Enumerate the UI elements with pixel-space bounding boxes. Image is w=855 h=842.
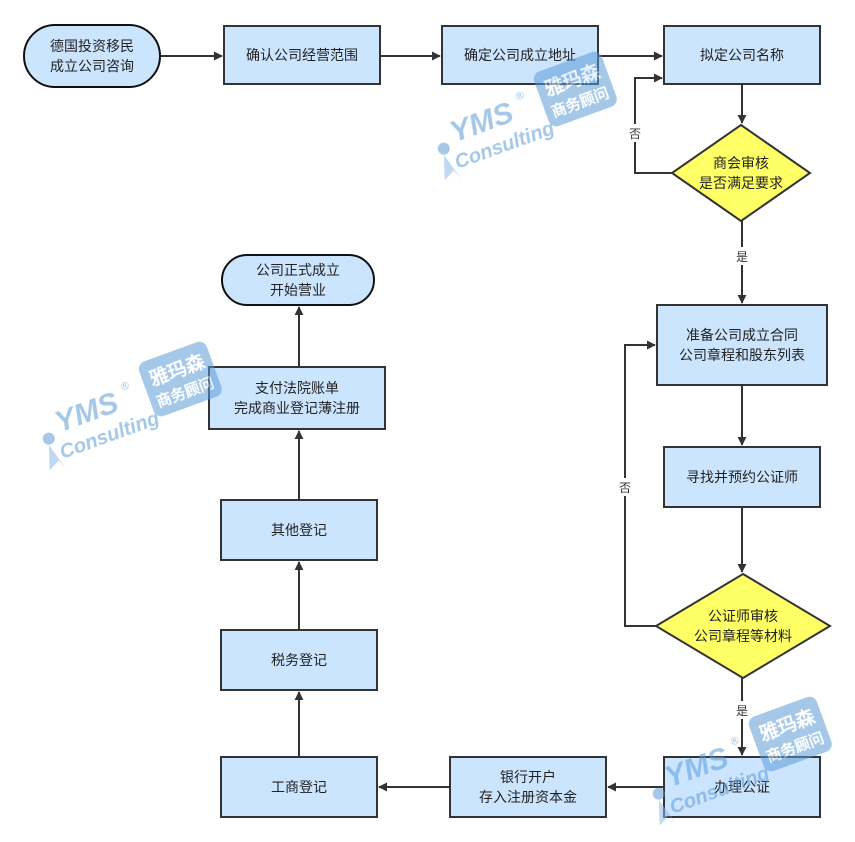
edge-label-bg <box>734 247 750 265</box>
edge-label: 是 <box>736 704 748 718</box>
edge-label: 否 <box>619 481 631 495</box>
process-box <box>220 629 378 691</box>
node-label: 完成商业登记薄注册 <box>234 401 360 417</box>
bird-icon <box>42 432 55 445</box>
node-label: 税务登记 <box>271 653 327 669</box>
node-label: 公证师审核 <box>708 609 778 625</box>
node-label: 办理公证 <box>714 780 770 796</box>
decision-diamond <box>670 123 812 223</box>
edge-label: 是 <box>736 250 748 264</box>
node-name[interactable]: 拟定公司名称 <box>663 25 821 85</box>
node-label: 公司章程和股东列表 <box>679 347 805 364</box>
node-label: 德国投资移民 <box>50 39 134 55</box>
edge-label-bg <box>617 478 633 496</box>
node-label: 公司章程等材料 <box>694 628 792 645</box>
badge-bg <box>748 696 832 772</box>
node-label: 成立公司咨询 <box>50 59 134 75</box>
edge-notary-review-to-notarize: 是 <box>734 678 750 756</box>
edge-label: 否 <box>629 127 641 141</box>
registered-mark: ® <box>512 88 527 104</box>
node-notarize[interactable]: 办理公证 <box>663 756 821 818</box>
node-label: 拟定公司名称 <box>700 48 784 64</box>
figure-icon <box>48 444 67 471</box>
decision-diamond <box>654 572 832 680</box>
node-trade-reg[interactable]: 工商登记 <box>220 756 378 818</box>
node-label: 确定公司成立地址 <box>464 48 576 64</box>
node-notary-find[interactable]: 寻找并预约公证师 <box>663 446 821 508</box>
node-other-reg[interactable]: 其他登记 <box>220 499 378 561</box>
process-box <box>656 304 828 386</box>
node-label: 工商登记 <box>271 780 327 796</box>
figure-icon <box>443 154 462 181</box>
registered-mark: ® <box>117 378 132 394</box>
process-box <box>220 756 378 818</box>
figure-icon <box>658 799 677 826</box>
process-box <box>208 366 386 430</box>
process-box <box>220 499 378 561</box>
process-box <box>223 25 381 85</box>
registered-mark: ® <box>727 733 742 749</box>
node-label: 银行开户 <box>500 769 556 786</box>
node-label: 确认公司经营范围 <box>246 47 358 64</box>
edge-chamber-to-docs: 是 <box>734 221 750 304</box>
node-tax-reg[interactable]: 税务登记 <box>220 629 378 691</box>
process-box <box>663 25 821 85</box>
node-label: 开始营业 <box>270 283 326 299</box>
node-label: 存入注册资本金 <box>479 790 577 806</box>
node-label: 支付法院账单 <box>255 381 339 397</box>
node-label: 其他登记 <box>271 523 327 539</box>
edge-label-bg <box>627 124 643 142</box>
badge-bg <box>533 51 617 127</box>
edge-label-bg <box>734 701 750 719</box>
bird-icon <box>437 142 450 155</box>
process-box <box>663 756 821 818</box>
terminator-shape <box>221 254 375 306</box>
node-label: 准备公司成立合同 <box>686 327 798 344</box>
process-box <box>449 756 607 818</box>
node-label: 公司正式成立 <box>256 263 340 279</box>
process-box <box>663 446 821 508</box>
edge-chamber-to-name: 否 <box>627 73 672 174</box>
badge-bg <box>138 341 222 417</box>
bird-icon <box>652 787 665 800</box>
node-label: 寻找并预约公证师 <box>686 470 798 486</box>
node-label: 是否满足要求 <box>699 176 783 192</box>
terminator-shape <box>23 24 161 88</box>
node-scope[interactable]: 确认公司经营范围 <box>223 25 381 85</box>
edge-notary-review-to-docs: 否 <box>617 340 656 627</box>
node-label: 商会审核 <box>713 156 769 172</box>
